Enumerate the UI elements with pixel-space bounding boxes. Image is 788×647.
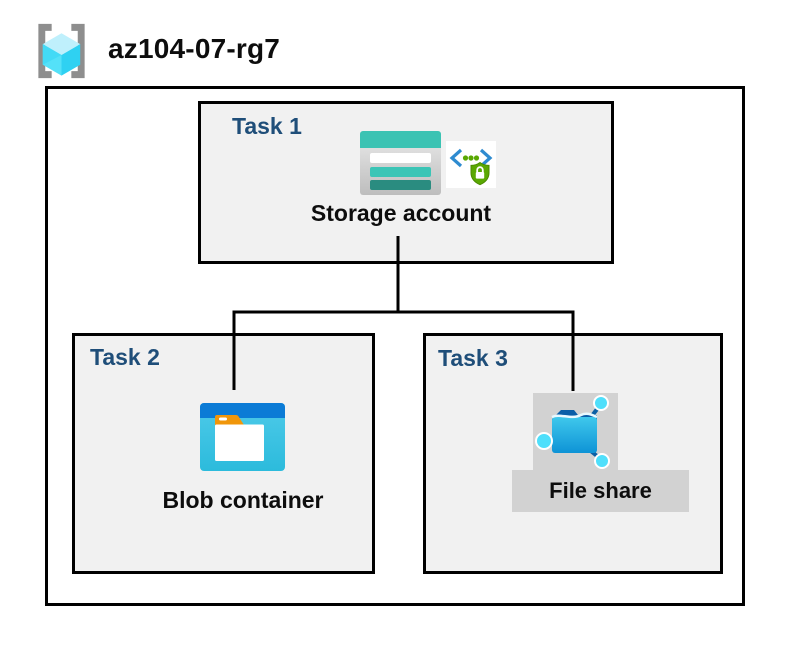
- file-share-highlight-plate: [533, 393, 618, 470]
- storage-account-label: Storage account: [310, 200, 492, 226]
- secure-endpoint-icon: [446, 141, 496, 188]
- task3-label: Task 3: [438, 345, 508, 371]
- resource-group-name: az104-07-rg7: [108, 33, 281, 64]
- task2-box: Task 2 Blob container: [72, 333, 375, 574]
- blob-container-label: Blob container: [162, 487, 324, 513]
- task2-label: Task 2: [90, 344, 160, 370]
- file-share-label: File share: [549, 478, 652, 503]
- storage-account-icon: [360, 131, 441, 195]
- task1-box: Task 1 Storage account: [198, 101, 614, 264]
- file-share-label-plate: File share: [512, 470, 689, 512]
- file-share-icon: [535, 395, 610, 469]
- task1-label: Task 1: [232, 113, 302, 139]
- task3-box: Task 3 File share: [423, 333, 723, 574]
- blob-container-icon: [200, 403, 285, 471]
- resource-group-icon: [38, 23, 85, 79]
